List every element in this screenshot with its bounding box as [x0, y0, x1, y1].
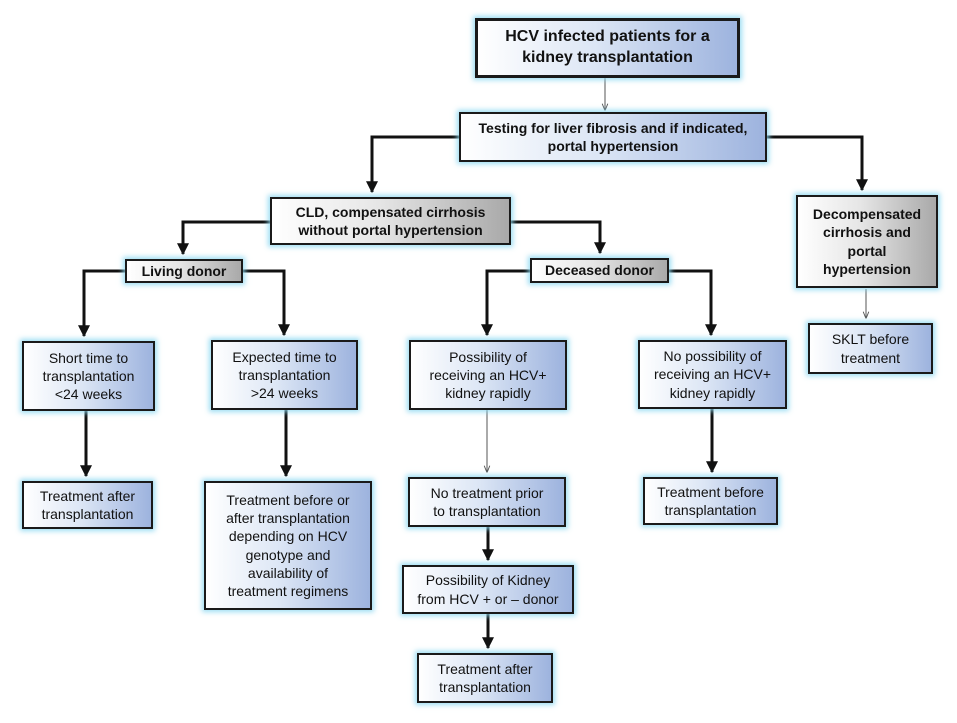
node-no-treatment-prior-label: No treatment prior to transplantation: [430, 484, 544, 519]
node-living-donor: Living donor: [125, 259, 243, 283]
arrow-testing-to-decompensated: [767, 135, 868, 192]
node-treatment-before-or-after-label: Treatment before or after transplantatio…: [226, 491, 350, 599]
node-living-donor-label: Living donor: [141, 262, 227, 279]
node-treatment-after-1-label: Treatment after transplantation: [39, 487, 136, 522]
arrow-deceased-to-no-possibility: [669, 269, 717, 337]
node-sklt-before-treatment-label: SKLT before treatment: [831, 331, 910, 366]
node-treatment-after-transplantation-1: Treatment after transplantation: [22, 481, 153, 529]
node-short-time-to-transplantation: Short time to transplantation <24 weeks: [22, 341, 155, 411]
node-cld-compensated: CLD, compensated cirrhosis without porta…: [270, 197, 511, 245]
arrow-deceased-to-possibility: [481, 269, 530, 337]
node-no-possibility-hcv-kidney: No possibility of receiving an HCV+ kidn…: [638, 340, 787, 409]
node-deceased-donor-label: Deceased donor: [545, 262, 654, 279]
arrow-living-to-short-time: [78, 269, 125, 338]
node-expected-time-label: Expected time to transplantation >24 wee…: [232, 348, 337, 402]
node-treatment-before-label: Treatment before transplantation: [657, 483, 764, 518]
node-sklt-before-treatment: SKLT before treatment: [808, 323, 933, 374]
node-expected-time-to-transplantation: Expected time to transplantation >24 wee…: [211, 340, 358, 410]
arrow-living-to-expected-time: [243, 269, 290, 337]
node-deceased-donor: Deceased donor: [530, 258, 669, 283]
node-possibility-of-kidney-donor-label: Possibility of Kidney from HCV + or – do…: [417, 572, 559, 607]
node-testing-liver-fibrosis-label: Testing for liver fibrosis and if indica…: [478, 119, 748, 154]
node-decompensated-cirrhosis-label: Decompensated cirrhosis and portal hyper…: [812, 206, 922, 277]
node-no-treatment-prior: No treatment prior to transplantation: [408, 477, 566, 527]
node-hcv-patients-label: HCV infected patients for a kidney trans…: [505, 28, 710, 66]
node-testing-liver-fibrosis: Testing for liver fibrosis and if indica…: [459, 112, 767, 162]
node-no-possibility-hcv-kidney-label: No possibility of receiving an HCV+ kidn…: [653, 348, 772, 401]
node-treatment-after-transplantation-2: Treatment after transplantation: [417, 653, 553, 703]
node-possibility-hcv-kidney: Possibility of receiving an HCV+ kidney …: [409, 340, 567, 410]
node-treatment-before-transplantation: Treatment before transplantation: [643, 477, 778, 525]
arrow-cld-to-deceased: [511, 220, 606, 255]
node-treatment-before-or-after: Treatment before or after transplantatio…: [204, 481, 372, 610]
arrow-testing-to-cld: [366, 135, 459, 194]
node-short-time-label: Short time to transplantation <24 weeks: [42, 349, 135, 403]
node-treatment-after-2-label: Treatment after transplantation: [437, 660, 533, 695]
node-possibility-of-kidney-donor: Possibility of Kidney from HCV + or – do…: [402, 565, 574, 614]
node-cld-compensated-label: CLD, compensated cirrhosis without porta…: [295, 203, 486, 238]
node-hcv-patients: HCV infected patients for a kidney trans…: [475, 18, 740, 78]
arrow-cld-to-living: [177, 220, 270, 256]
node-decompensated-cirrhosis: Decompensated cirrhosis and portal hyper…: [796, 195, 938, 288]
node-possibility-hcv-kidney-label: Possibility of receiving an HCV+ kidney …: [429, 348, 547, 402]
